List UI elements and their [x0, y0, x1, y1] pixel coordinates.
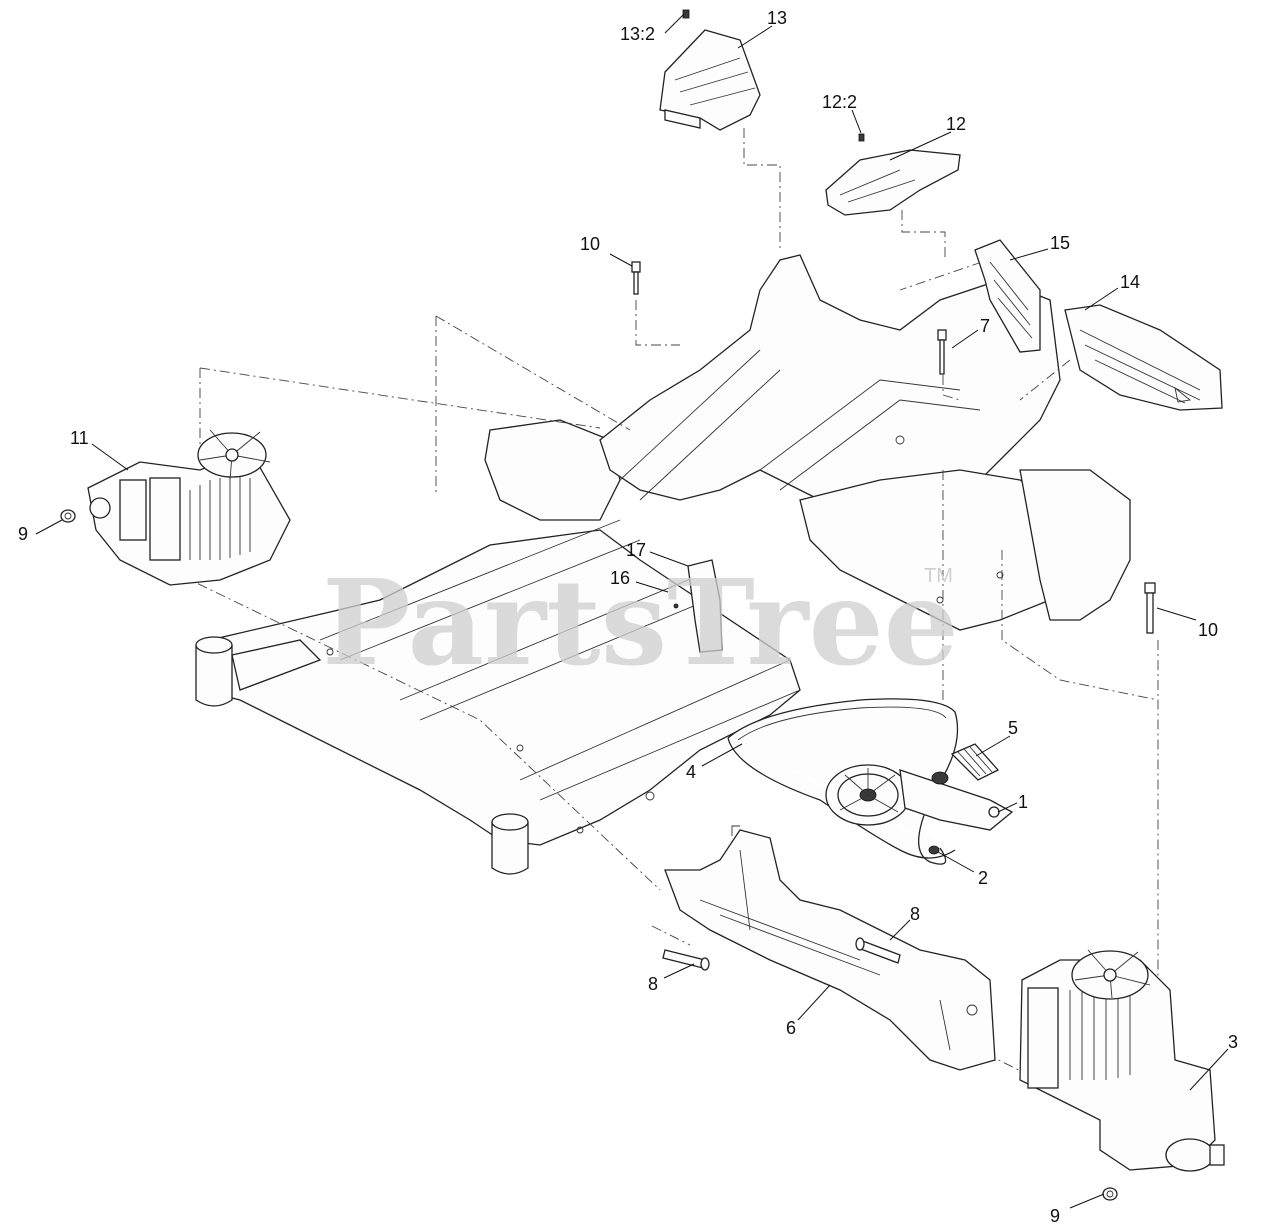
callout-8-upper: 8: [910, 904, 920, 924]
part-14-shield: [1064, 304, 1223, 411]
part-2-bolt: [928, 845, 940, 855]
callout-13: 13: [767, 8, 787, 28]
callout-16: 16: [610, 568, 630, 588]
part-15-shield: [974, 239, 1041, 353]
bolts: [631, 261, 1156, 634]
part-9-nut-left: [60, 509, 76, 523]
part-11-transmission-left: [87, 429, 291, 586]
callout-10-top: 10: [580, 234, 600, 254]
callout-5: 5: [1008, 718, 1018, 738]
part-17-plate: [673, 559, 723, 653]
callout-7: 7: [980, 316, 990, 336]
chassis-frame: [195, 254, 1131, 875]
callout-6: 6: [786, 1018, 796, 1038]
callout-9-left: 9: [18, 524, 28, 544]
callout-17: 17: [626, 540, 646, 560]
leader-lines: [35, 13, 1229, 1209]
callout-8-lower: 8: [648, 974, 658, 994]
callout-14: 14: [1120, 272, 1140, 292]
callout-12: 12: [946, 114, 966, 134]
watermark-trademark: TM: [924, 565, 953, 587]
part-1-idler-arm: [825, 764, 1014, 831]
callouts: 13:2 13 12:2 12 10 15 14 7 11 9 17 16 10…: [18, 8, 1238, 1226]
part-3-transmission-right: [1019, 949, 1225, 1172]
part-8-pins: [662, 937, 901, 971]
callout-3: 3: [1228, 1032, 1238, 1052]
part-6-bracket: [664, 825, 996, 1071]
callout-4: 4: [686, 762, 696, 782]
callout-12-2: 12:2: [822, 92, 857, 112]
part-12-cover: [825, 133, 961, 216]
callout-1: 1: [1018, 792, 1028, 812]
callout-10-right: 10: [1198, 620, 1218, 640]
part-9-nut-bottom: [1102, 1187, 1118, 1201]
watermark-text: PartsTree: [322, 553, 959, 692]
callout-11: 11: [70, 428, 89, 448]
part-5-spring: [950, 743, 1000, 781]
callout-9-bottom: 9: [1050, 1206, 1060, 1226]
callout-13-2: 13:2: [620, 24, 655, 44]
callout-2: 2: [978, 868, 988, 888]
part-13-cover: [659, 9, 761, 131]
callout-15: 15: [1050, 233, 1070, 253]
